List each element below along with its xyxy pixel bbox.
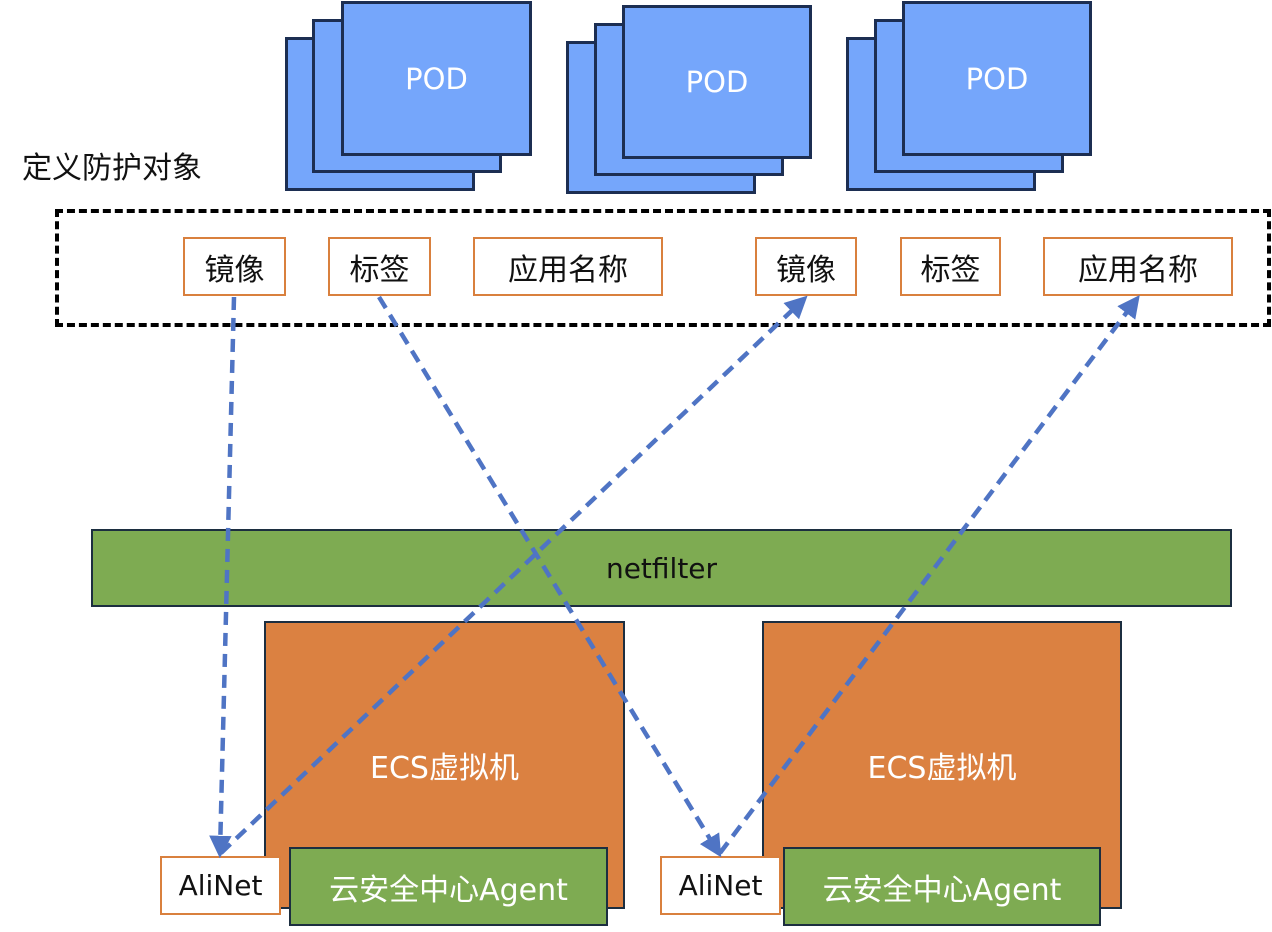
security-center-agent-2: 云安全中心Agent <box>783 847 1101 926</box>
pod-front: POD <box>341 1 532 156</box>
diagram-title: 定义防护对象 <box>22 151 202 186</box>
tag-app-name: 应用名称 <box>473 237 663 296</box>
tag-label: 标签 <box>900 237 1001 296</box>
pod-front: POD <box>622 5 812 159</box>
ecs-vm-label: ECS虚拟机 <box>867 751 1017 786</box>
netfilter-layer: netfilter <box>91 529 1232 607</box>
alinet-2: AliNet <box>660 856 781 915</box>
ecs-vm-label: ECS虚拟机 <box>370 751 519 786</box>
arrow-label-to-alinet-2 <box>377 295 722 858</box>
protection-target-group <box>55 209 1271 327</box>
arrow-alinet-1-to-image <box>219 295 808 855</box>
tag-image: 镜像 <box>755 237 857 296</box>
tag-label: 标签 <box>328 237 431 296</box>
tag-image: 镜像 <box>183 237 286 296</box>
pod-front: POD <box>902 1 1092 156</box>
arrow-alinet-2-to-app-name <box>718 294 1140 855</box>
arrow-image-to-alinet-1 <box>209 296 237 859</box>
security-center-agent-1: 云安全中心Agent <box>289 847 608 926</box>
tag-app-name: 应用名称 <box>1043 237 1233 296</box>
alinet-1: AliNet <box>160 856 281 915</box>
